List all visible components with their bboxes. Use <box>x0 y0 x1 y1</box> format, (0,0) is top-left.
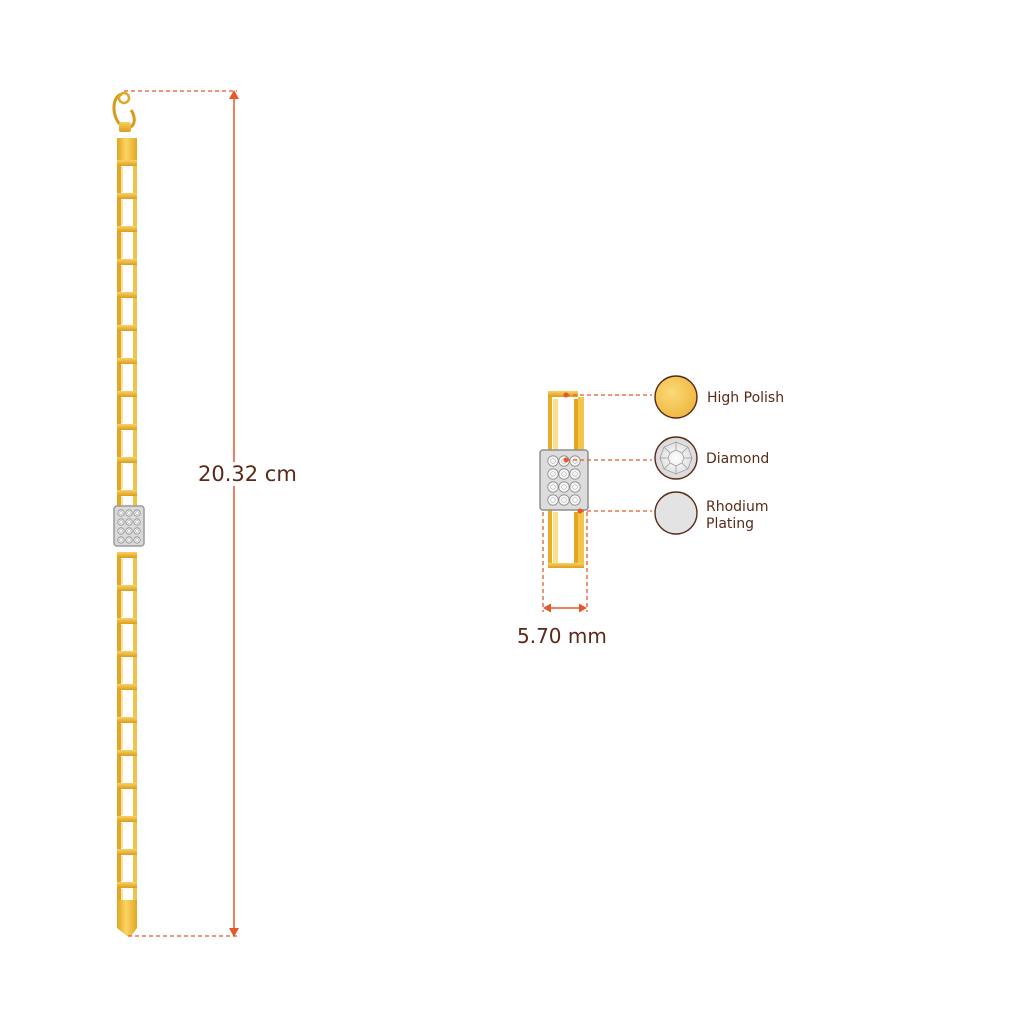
diamond-stone <box>547 468 559 480</box>
chain-link <box>117 618 137 651</box>
chain-link <box>117 358 137 391</box>
diamond-centerpiece <box>113 505 145 547</box>
bracelet-detail-view <box>539 391 589 568</box>
chain-link <box>117 684 137 717</box>
diamond-stone <box>558 468 570 480</box>
chain-link <box>117 651 137 684</box>
bracelet-width-label: 5.70 mm <box>517 624 607 648</box>
chain-link <box>117 552 137 585</box>
chain-top-plate <box>117 138 137 160</box>
diamond-stone <box>133 509 141 517</box>
bracelet-length-label: 20.32 cm <box>196 462 299 486</box>
legend-high-polish-label: High Polish <box>707 390 785 406</box>
chain-link <box>117 783 137 816</box>
chain-link <box>117 585 137 618</box>
diamond-stone <box>125 518 133 526</box>
diamond-swatch <box>654 436 698 480</box>
legend-diamond-label: Diamond <box>706 451 770 467</box>
chain-link <box>117 292 137 325</box>
rhodium-swatch <box>654 491 698 535</box>
chain-links <box>117 138 137 915</box>
diamond-stone <box>569 455 581 467</box>
diamond-stone <box>117 536 125 544</box>
chain-link <box>117 391 137 424</box>
length-dimension-guide <box>124 90 239 937</box>
diamond-stone <box>569 494 581 506</box>
high-polish-swatch <box>654 375 698 419</box>
chain-link <box>117 750 137 783</box>
chain-link <box>117 849 137 882</box>
chain-link <box>117 816 137 849</box>
diamond-stone <box>547 494 559 506</box>
diamond-stone <box>133 536 141 544</box>
diamond-stone <box>569 468 581 480</box>
chain-link <box>117 226 137 259</box>
diamond-stone <box>569 481 581 493</box>
bracelet-tail <box>117 900 137 936</box>
chain-link <box>117 717 137 750</box>
diamond-stone <box>133 518 141 526</box>
chain-link <box>117 193 137 226</box>
diamond-stone <box>117 518 125 526</box>
diamond-stone <box>547 455 559 467</box>
diamond-stone <box>558 481 570 493</box>
legend-rhodium-plating-label: Rhodium Plating <box>706 499 769 532</box>
chain-link <box>117 424 137 457</box>
chain-link <box>117 160 137 193</box>
detail-diamond-setting <box>539 449 589 511</box>
callout-leaders <box>563 392 652 514</box>
diamond-stone <box>117 527 125 535</box>
diamond-stone <box>547 481 559 493</box>
diamond-stone <box>133 527 141 535</box>
diamond-stone <box>125 536 133 544</box>
diamond-stone <box>125 509 133 517</box>
width-dimension-guide <box>542 512 588 613</box>
diamond-stone <box>558 494 570 506</box>
lobster-clasp <box>112 91 136 132</box>
bracelet-full-view <box>112 91 145 936</box>
diamond-stone <box>125 527 133 535</box>
diamond-stone <box>117 509 125 517</box>
chain-link <box>117 457 137 490</box>
chain-link <box>117 325 137 358</box>
chain-link <box>117 259 137 292</box>
